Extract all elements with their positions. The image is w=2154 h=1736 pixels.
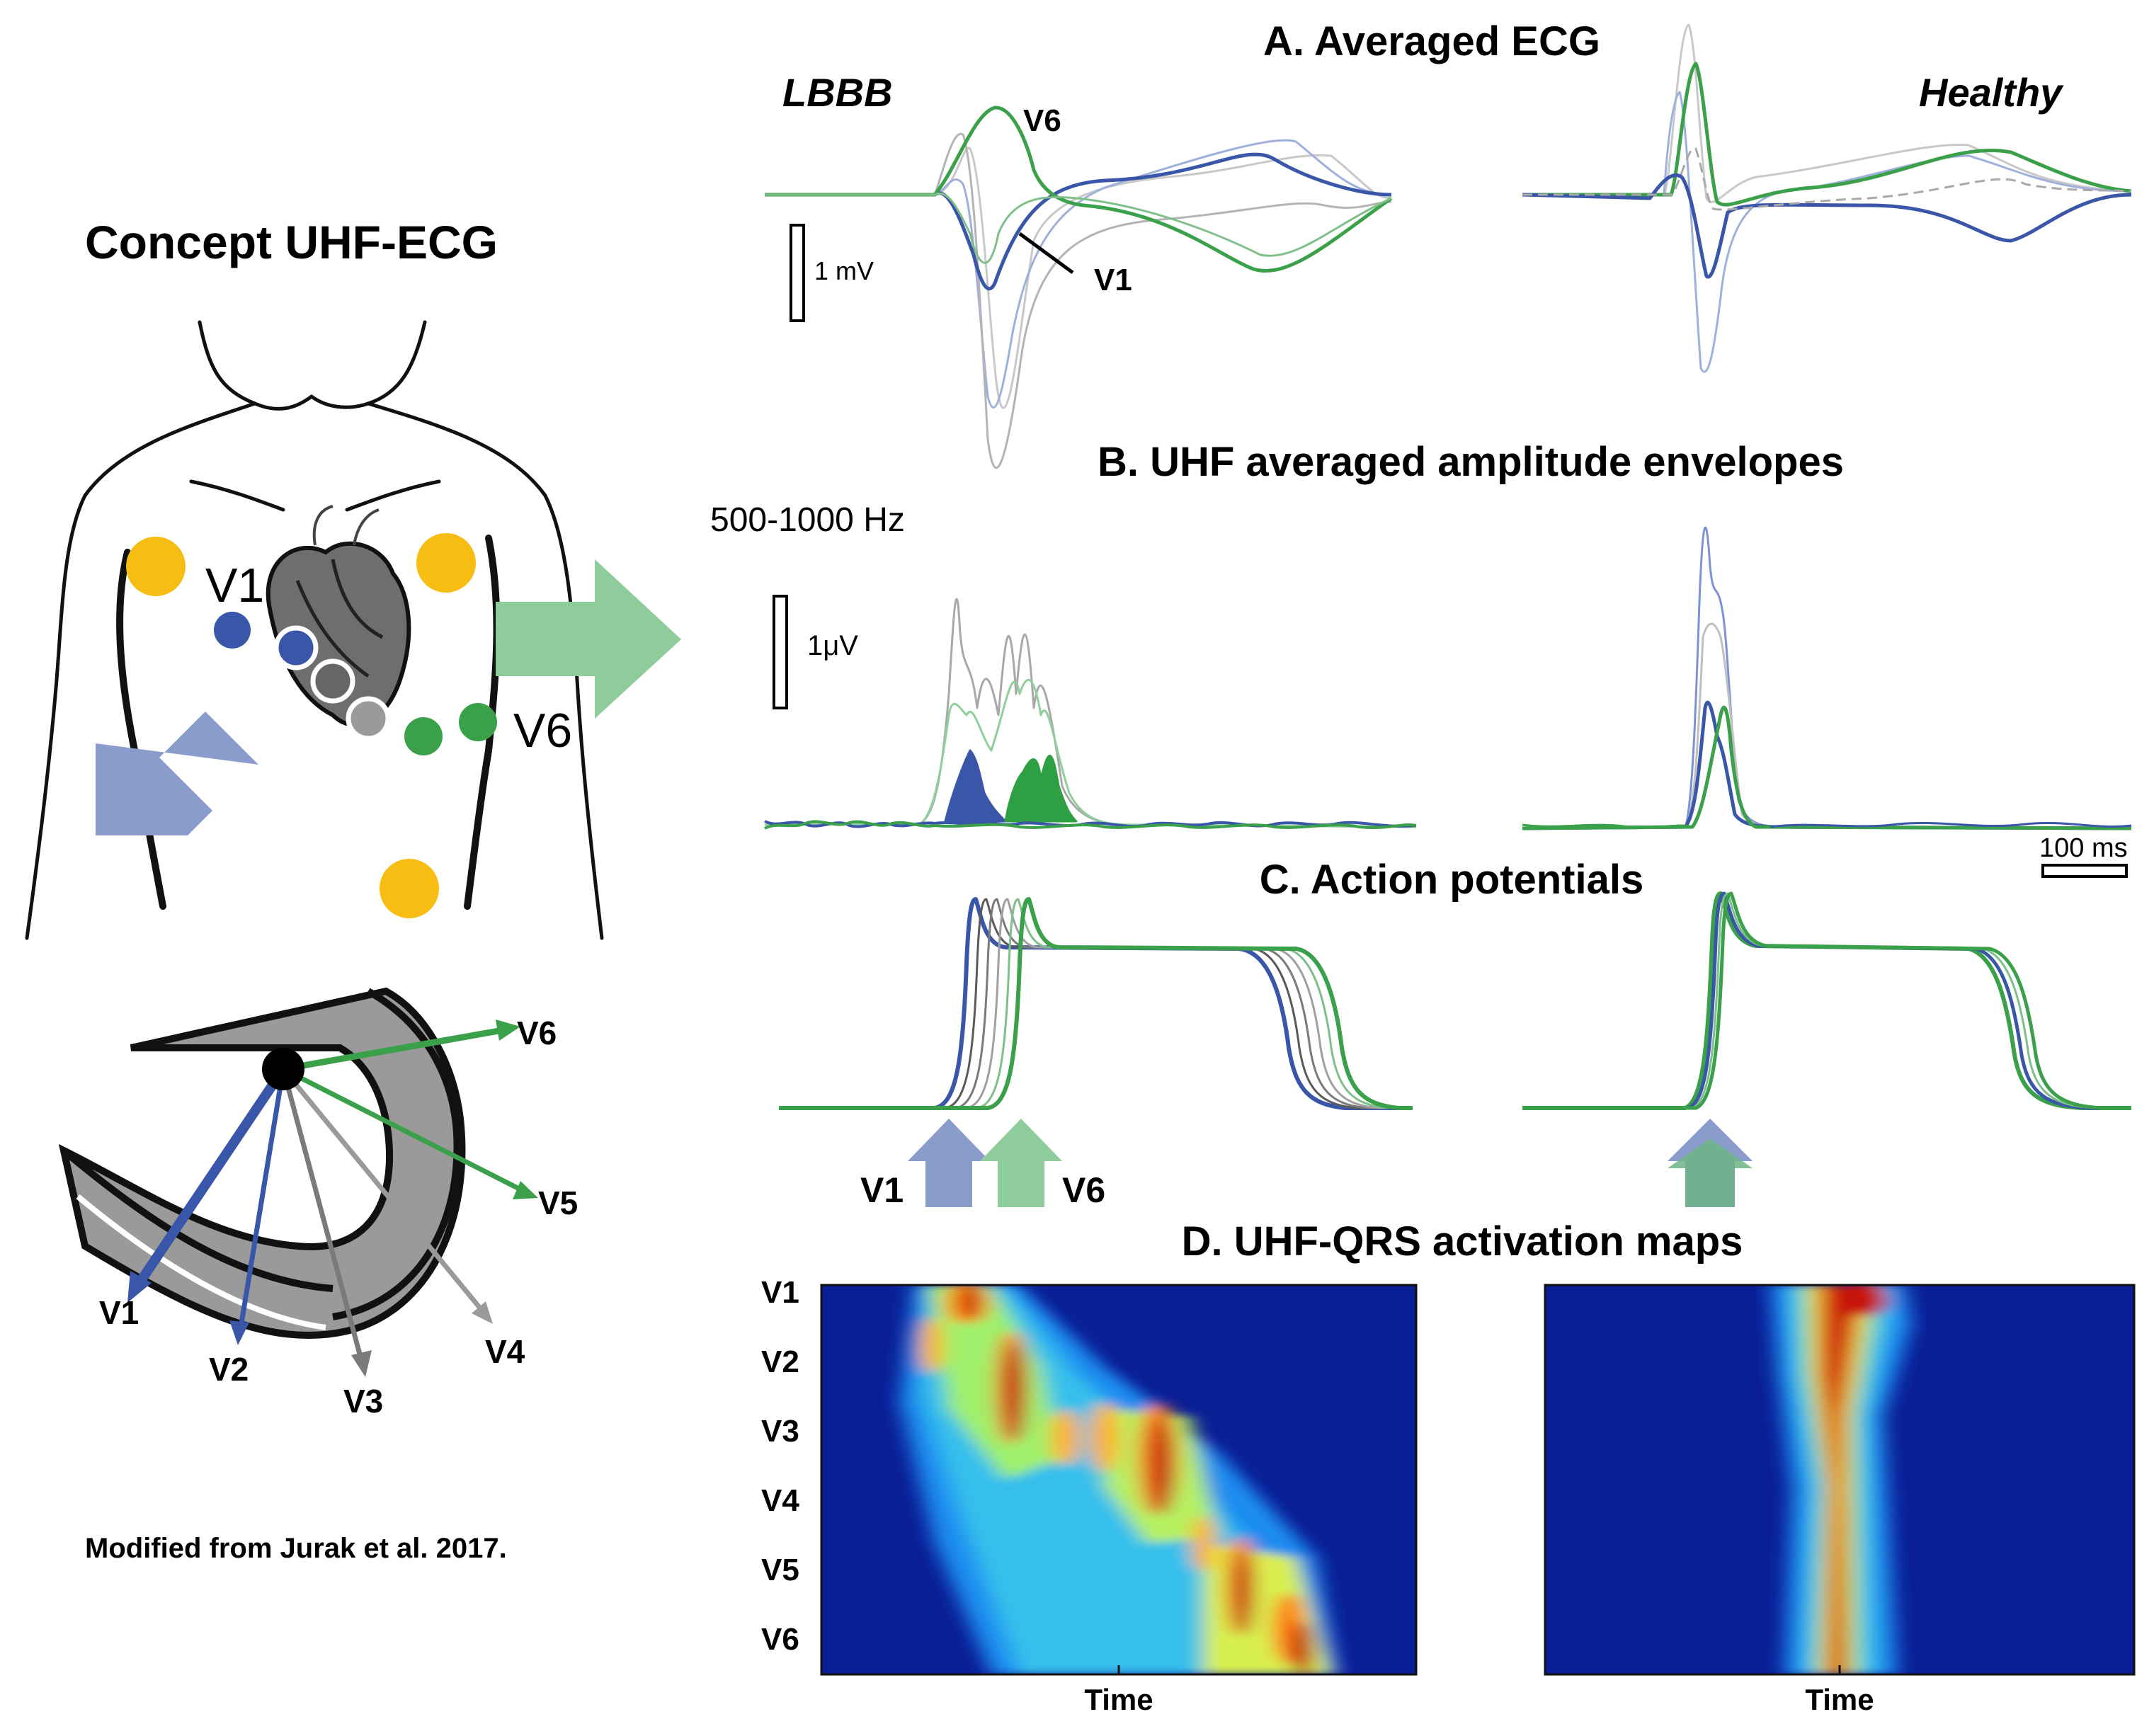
map-row-label-v4: V4 [761,1483,799,1518]
panel-b-uhf-envelopes: B. UHF averaged amplitude envelopes 500-… [710,439,2132,878]
limb-electrode-leg [380,859,439,918]
band-label: 500-1000 Hz [710,501,905,539]
heart-illustration [266,505,411,727]
lbbb-time-label: Time [1084,1683,1153,1716]
mv-scale-label: 1 mV [814,256,874,285]
mv-scale-bar [790,224,805,322]
panel-b-title: B. UHF averaged amplitude envelopes [1098,439,1844,485]
lbbb-envelope-traces [764,598,1417,830]
lbbb-action-potentials [779,897,1413,1110]
map-row-label-v1: V1 [761,1275,799,1310]
limb-electrode-right-arm [126,537,186,596]
trace-label-v6: V6 [1023,103,1061,138]
fan-label-v5: V5 [538,1184,578,1221]
map-row-label-v3: V3 [761,1414,799,1449]
electrode-v5 [404,717,443,755]
healthy-action-potentials [1522,891,2131,1110]
fan-label-v2: V2 [209,1351,249,1388]
green-direction-arrow [496,559,681,719]
healthy-envelope-traces [1522,526,2132,830]
panel-d-title: D. UHF-QRS activation maps [1182,1218,1743,1264]
panel-a-title: A. Averaged ECG [1263,18,1600,64]
uv-scale-bar [773,595,788,709]
arrow-label-v1: V1 [860,1170,904,1210]
arrow-label-v6: V6 [1062,1170,1105,1210]
concept-title: Concept UHF-ECG [85,216,498,268]
lbbb-v1-activation-arrow [908,1119,990,1207]
trace-label-v1: V1 [1094,263,1132,297]
uv-scale-label: 1μV [807,630,858,661]
fan-label-v1: V1 [99,1294,139,1331]
lbbb-label: LBBB [782,70,893,115]
lbbb-ecg-traces [765,105,1393,469]
fan-label-v4: V4 [485,1333,525,1370]
fan-vectors [127,1020,538,1377]
panel-c-action-potentials: C. Action potentials V1 V6 [779,857,2131,1210]
time-scale-bar [2041,864,2128,878]
electrode-v1 [214,612,251,649]
chest-label-v1: V1 [205,559,264,612]
blue-direction-arrow [96,712,258,835]
healthy-v6-overlap-arrow [1668,1138,1753,1207]
healthy-label: Healthy [1919,70,2064,115]
panel-c-title: C. Action potentials [1260,857,1643,903]
map-row-label-v6: V6 [761,1622,799,1657]
healthy-ecg-traces [1522,23,2132,373]
electrode-v3 [310,658,355,704]
healthy-activation-map [1545,1285,2134,1674]
fan-diagram [58,987,466,1339]
electrode-v4 [346,696,391,741]
healthy-time-label: Time [1805,1683,1874,1716]
time-scale-label: 100 ms [2039,833,2128,863]
panel-a-averaged-ecg: A. Averaged ECG LBBB Healthy V6 V1 1 mV [765,18,2132,469]
lbbb-v6-activation-arrow [980,1119,1062,1207]
map-row-label-v5: V5 [761,1553,799,1587]
electrode-v6 [459,703,497,741]
fan-label-v3: V3 [343,1383,383,1420]
fan-label-v6: V6 [517,1015,557,1051]
lbbb-activation-map [821,1285,1416,1674]
map-row-label-v2: V2 [761,1344,799,1379]
electrode-v2 [273,625,319,670]
v1-leader-line [1018,232,1074,275]
limb-electrode-left-arm [416,533,476,593]
chest-label-v6: V6 [513,704,572,758]
concept-panel: Concept UHF-ECG V1 [25,216,681,1564]
credit-text: Modified from Jurak et al. 2017. [85,1533,507,1564]
